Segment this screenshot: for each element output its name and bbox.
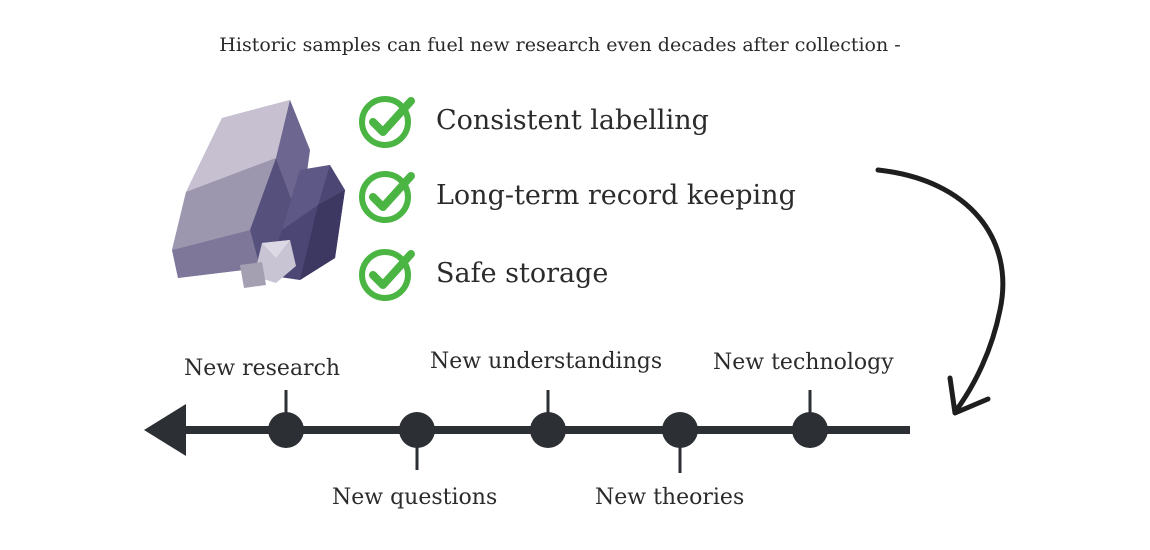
- timeline-node-theories: [662, 412, 698, 448]
- timeline-label-theories: New theories: [595, 485, 745, 510]
- checklist-item-storage: Safe storage: [356, 243, 608, 303]
- check-circle-icon: [359, 96, 415, 148]
- timeline-node-technology: [792, 412, 828, 448]
- timeline-label-questions: New questions: [332, 485, 498, 510]
- checklist-item-records: Long-term record keeping: [356, 165, 796, 225]
- checklist-label: Safe storage: [436, 257, 609, 289]
- curved-arrow-icon: [875, 167, 1006, 416]
- timeline-label-understandings: New understandings: [430, 349, 663, 374]
- checklist-item-labelling: Consistent labelling: [356, 90, 709, 150]
- timeline-label-research: New research: [184, 356, 341, 381]
- checklist-label: Long-term record keeping: [436, 179, 796, 211]
- check-circle-icon: [359, 171, 415, 223]
- timeline-node-questions: [399, 412, 435, 448]
- diagram-heading: Historic samples can fuel new research e…: [219, 34, 901, 56]
- check-circle-icon: [359, 249, 415, 301]
- timeline-node-research: [268, 412, 304, 448]
- timeline-label-technology: New technology: [713, 350, 894, 375]
- timeline-node-understandings: [530, 412, 566, 448]
- arrowhead-left-icon: [144, 404, 186, 456]
- checklist-label: Consistent labelling: [436, 104, 709, 136]
